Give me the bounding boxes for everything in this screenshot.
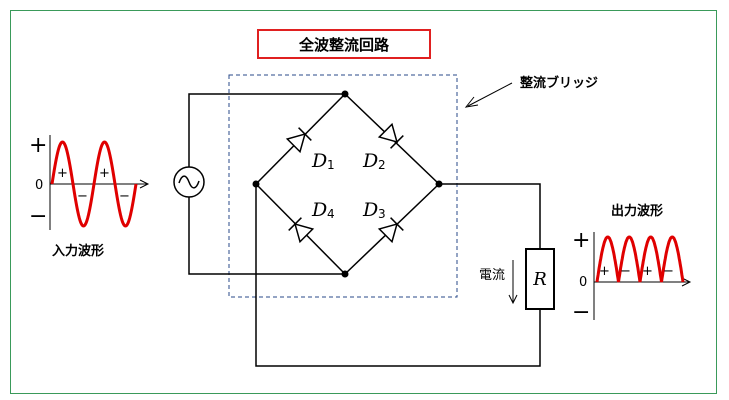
- svg-text:2: 2: [378, 158, 386, 172]
- output-half-minus-1: −: [620, 264, 631, 279]
- diode-d1-icon: [285, 127, 312, 154]
- output-zero: 0: [579, 275, 587, 290]
- input-waveform: + − 0 + + − − 入力波形: [29, 133, 150, 259]
- diode-label-d3: D 3: [362, 199, 386, 221]
- input-label: 入力波形: [52, 243, 104, 259]
- diode-d4-icon: [288, 217, 315, 244]
- svg-text:1: 1: [327, 158, 335, 172]
- figure-frame: [10, 10, 717, 394]
- input-minus: −: [29, 204, 47, 229]
- svg-text:3: 3: [378, 207, 386, 221]
- input-sine-wave: [50, 140, 138, 228]
- output-half-minus-2: −: [663, 264, 674, 279]
- diode-label-d1: D 1: [311, 150, 335, 172]
- output-label: 出力波形: [611, 203, 663, 219]
- input-half-minus-1: −: [77, 189, 88, 204]
- svg-text:4: 4: [327, 207, 335, 221]
- output-minus: −: [572, 300, 590, 325]
- ac-source-icon: [173, 166, 205, 198]
- node-right: [435, 180, 443, 188]
- input-half-plus-2: +: [99, 166, 110, 181]
- bridge-label: 整流ブリッジ: [519, 75, 598, 91]
- bridge-arrow: [464, 82, 513, 108]
- input-x-arrow: [139, 179, 150, 189]
- current-arrow-icon: [508, 260, 518, 305]
- output-x-arrow: [681, 277, 692, 287]
- svg-text:D: D: [311, 199, 327, 221]
- input-half-plus-1: +: [57, 166, 68, 181]
- input-plus: +: [29, 133, 47, 158]
- resistor-label: R: [532, 269, 547, 290]
- svg-text:D: D: [362, 150, 378, 172]
- title-box: [257, 29, 431, 59]
- output-waveform: 出力波形 + − 0 + − + −: [572, 203, 692, 325]
- output-half-plus-2: +: [642, 264, 653, 279]
- diode-d3-icon: [377, 217, 404, 244]
- diode-label-d4: D 4: [311, 199, 335, 221]
- node-left: [252, 180, 260, 188]
- resistor: [525, 248, 555, 310]
- bridge-box: [228, 74, 458, 298]
- diode-label-d2: D 2: [362, 150, 386, 172]
- input-zero: 0: [35, 178, 43, 193]
- input-half-minus-2: −: [119, 189, 130, 204]
- output-rectified-wave: [595, 235, 685, 283]
- svg-text:D: D: [362, 199, 378, 221]
- output-half-plus-1: +: [599, 264, 610, 279]
- diode-d2-icon: [377, 122, 404, 149]
- title-text: 全波整流回路: [298, 36, 390, 54]
- wires: [188, 93, 541, 367]
- current-label: 電流: [479, 268, 505, 283]
- node-top: [341, 90, 349, 98]
- output-plus: +: [572, 228, 590, 253]
- svg-text:D: D: [311, 150, 327, 172]
- node-bottom: [341, 270, 349, 278]
